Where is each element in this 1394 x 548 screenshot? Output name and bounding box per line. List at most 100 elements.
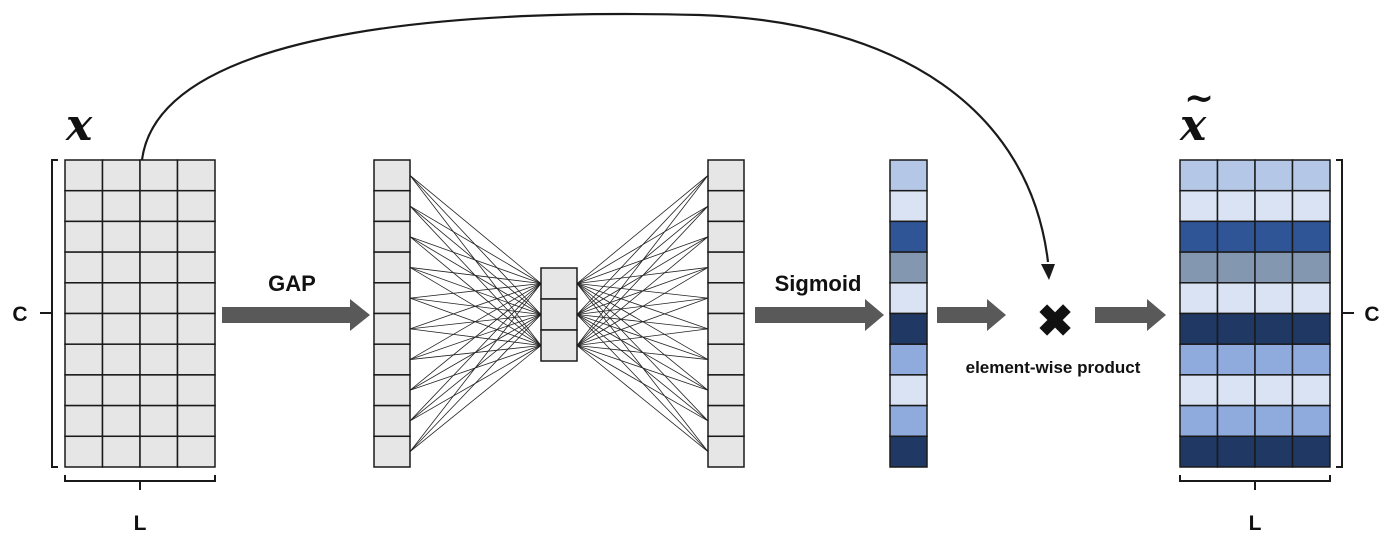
pooled-vector <box>373 159 411 468</box>
gap-arrow <box>222 299 370 331</box>
output-cell <box>1179 343 1219 376</box>
output-cell <box>1291 435 1331 468</box>
input-cell <box>101 435 141 468</box>
connection-line <box>576 345 709 452</box>
fc-connections <box>409 175 709 452</box>
excitation-node <box>707 343 745 376</box>
excitation-vector <box>707 159 745 468</box>
output-feature-map <box>1179 159 1331 468</box>
input-cell <box>64 374 104 407</box>
input-cell <box>64 159 104 192</box>
output-tilde: ~ <box>1184 77 1214 119</box>
skip-connection-arrowhead <box>1041 264 1055 280</box>
connection-line <box>409 283 542 391</box>
output-cell <box>1216 282 1256 315</box>
sigmoid-label: Sigmoid <box>775 271 862 296</box>
to-output-arrow <box>1095 299 1166 331</box>
input-cell <box>139 251 179 284</box>
input-feature-map <box>64 159 216 468</box>
connection-line <box>576 283 709 452</box>
input-cell <box>101 159 141 192</box>
output-cell <box>1254 159 1294 192</box>
hidden-node <box>540 298 578 331</box>
input-cell <box>64 404 104 438</box>
output-cell <box>1291 404 1331 438</box>
sigmoid-arrow <box>755 299 884 331</box>
output-cell <box>1291 312 1331 345</box>
output-cell <box>1179 404 1219 438</box>
channel-weight-vector <box>889 159 928 468</box>
l-label-left: L <box>134 512 147 535</box>
pooled-node <box>373 159 411 192</box>
weight-cell <box>889 159 928 192</box>
input-cell <box>64 343 104 376</box>
weight-cell <box>889 220 928 253</box>
connection-line <box>409 283 542 422</box>
input-cell <box>176 220 216 253</box>
output-cell <box>1254 312 1294 345</box>
output-cell <box>1216 312 1256 345</box>
connection-line <box>576 283 709 360</box>
input-cell <box>176 343 216 376</box>
input-cell <box>139 343 179 376</box>
pooled-node <box>373 343 411 376</box>
connection-line <box>409 283 542 452</box>
product-label: element-wise product <box>966 358 1141 377</box>
pooled-node <box>373 220 411 253</box>
input-cell <box>64 312 104 345</box>
connection-line <box>409 345 542 452</box>
connection-line <box>409 236 542 284</box>
excitation-node <box>707 374 745 407</box>
l-label-right: L <box>1249 512 1262 535</box>
connection-line <box>409 205 542 284</box>
input-cell <box>139 312 179 345</box>
c-bracket-right <box>1336 159 1354 468</box>
output-cell <box>1179 435 1219 468</box>
connection-line <box>576 236 709 284</box>
output-cell <box>1291 282 1331 315</box>
output-cell <box>1179 220 1219 253</box>
c-label-right: C <box>1364 303 1379 326</box>
input-cell <box>64 220 104 253</box>
input-cell <box>139 404 179 438</box>
input-cell <box>64 435 104 468</box>
connection-line <box>576 283 709 299</box>
pooled-node <box>373 282 411 315</box>
c-label-left: C <box>12 303 27 326</box>
input-cell <box>176 374 216 407</box>
output-symbol: x <box>1179 100 1207 151</box>
output-cell <box>1179 189 1219 223</box>
input-cell <box>101 312 141 345</box>
output-cell <box>1254 220 1294 253</box>
pooled-node <box>373 312 411 345</box>
connection-line <box>576 267 709 284</box>
hidden-node <box>540 329 578 362</box>
hidden-node <box>540 267 578 300</box>
multiply-icon: ✖ <box>1037 297 1074 346</box>
input-cell <box>101 404 141 438</box>
input-symbol: x <box>65 100 93 151</box>
output-cell <box>1254 374 1294 407</box>
input-cell <box>101 374 141 407</box>
excitation-node <box>707 435 745 468</box>
output-cell <box>1291 343 1331 376</box>
output-cell <box>1291 159 1331 192</box>
input-cell <box>176 189 216 223</box>
input-cell <box>139 159 179 192</box>
output-cell <box>1216 404 1256 438</box>
input-cell <box>101 282 141 315</box>
pooled-node <box>373 435 411 468</box>
skip-connection-curve <box>140 12 1050 263</box>
excitation-node <box>707 312 745 345</box>
connection-line <box>409 283 542 299</box>
weight-cell <box>889 251 928 284</box>
input-cell <box>139 189 179 223</box>
connection-line <box>409 314 542 452</box>
input-cell <box>64 282 104 315</box>
input-cell <box>176 312 216 345</box>
output-cell <box>1216 220 1256 253</box>
input-cell <box>64 251 104 284</box>
input-cell <box>139 282 179 315</box>
